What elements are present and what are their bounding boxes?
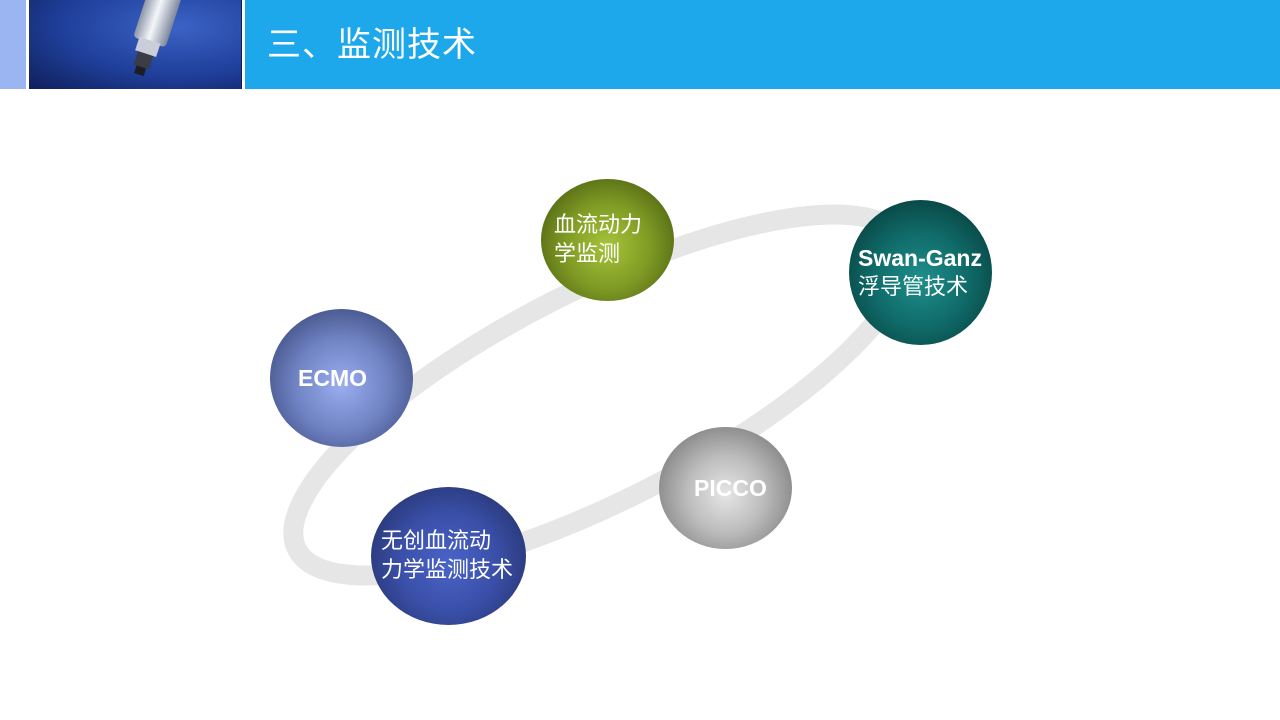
node-noninvasive-line-2: 力学监测技术 <box>381 558 514 583</box>
node-noninvasive: 无创血流动 力学监测技术 <box>371 487 526 625</box>
node-noninvasive-line-1: 无创血流动 <box>381 529 492 554</box>
node-picco: PICCO <box>659 427 792 549</box>
node-ecmo: ECMO <box>270 309 413 447</box>
node-hemodynamics: 血流动力 学监测 <box>541 179 674 301</box>
node-hemodynamics-line-1: 血流动力 <box>554 213 643 238</box>
node-picco-label: PICCO <box>694 474 767 501</box>
node-swan-ganz-line-1: Swan-Ganz <box>858 244 982 271</box>
page-title: 三、监测技术 <box>267 25 477 65</box>
node-swan-ganz: Swan-Ganz 浮导管技术 <box>849 200 992 345</box>
header-accent-strip <box>0 0 26 89</box>
node-swan-ganz-line-2: 浮导管技术 <box>858 274 969 300</box>
node-ecmo-label: ECMO <box>298 364 367 391</box>
title-bar: 三、监测技术 <box>245 0 1280 89</box>
node-hemodynamics-line-2: 学监测 <box>554 242 621 267</box>
syringe-icon <box>133 0 184 77</box>
header-photo <box>29 0 242 89</box>
